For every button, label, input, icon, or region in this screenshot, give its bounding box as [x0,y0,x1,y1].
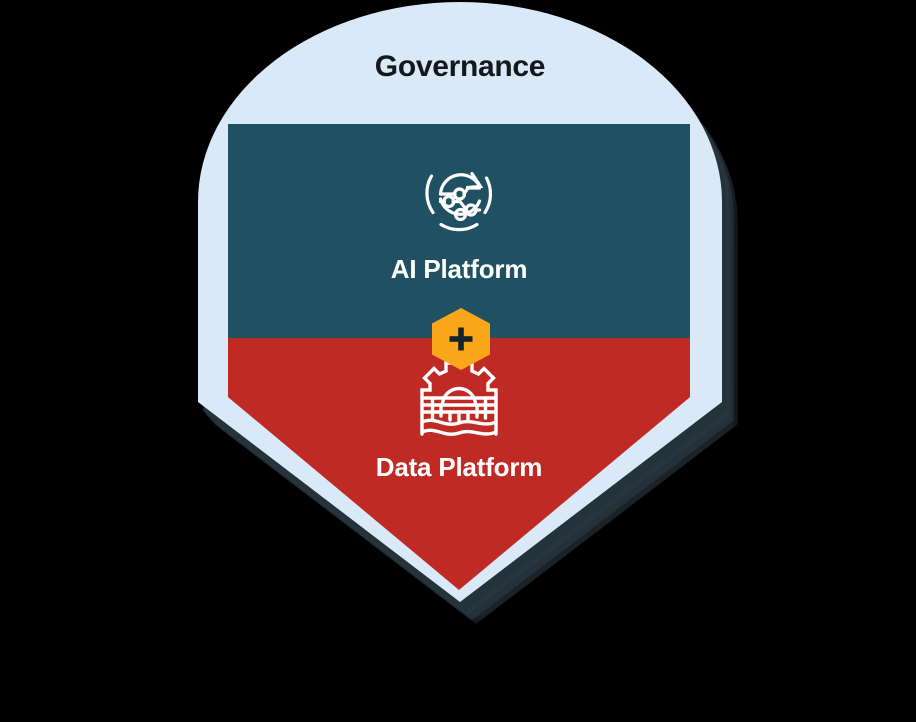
data-platform-gear-bridge-icon [228,346,690,446]
page-title: Governance [374,50,546,83]
panel-ai-platform[interactable]: AI Platform [228,124,690,338]
panel-label-data-platform: Data Platform [375,452,543,482]
plus-badge[interactable] [432,308,490,370]
panel-label-ai-platform: AI Platform [390,254,528,284]
ai-platform-circuit-refresh-icon [228,146,690,242]
plus-icon [432,308,490,370]
